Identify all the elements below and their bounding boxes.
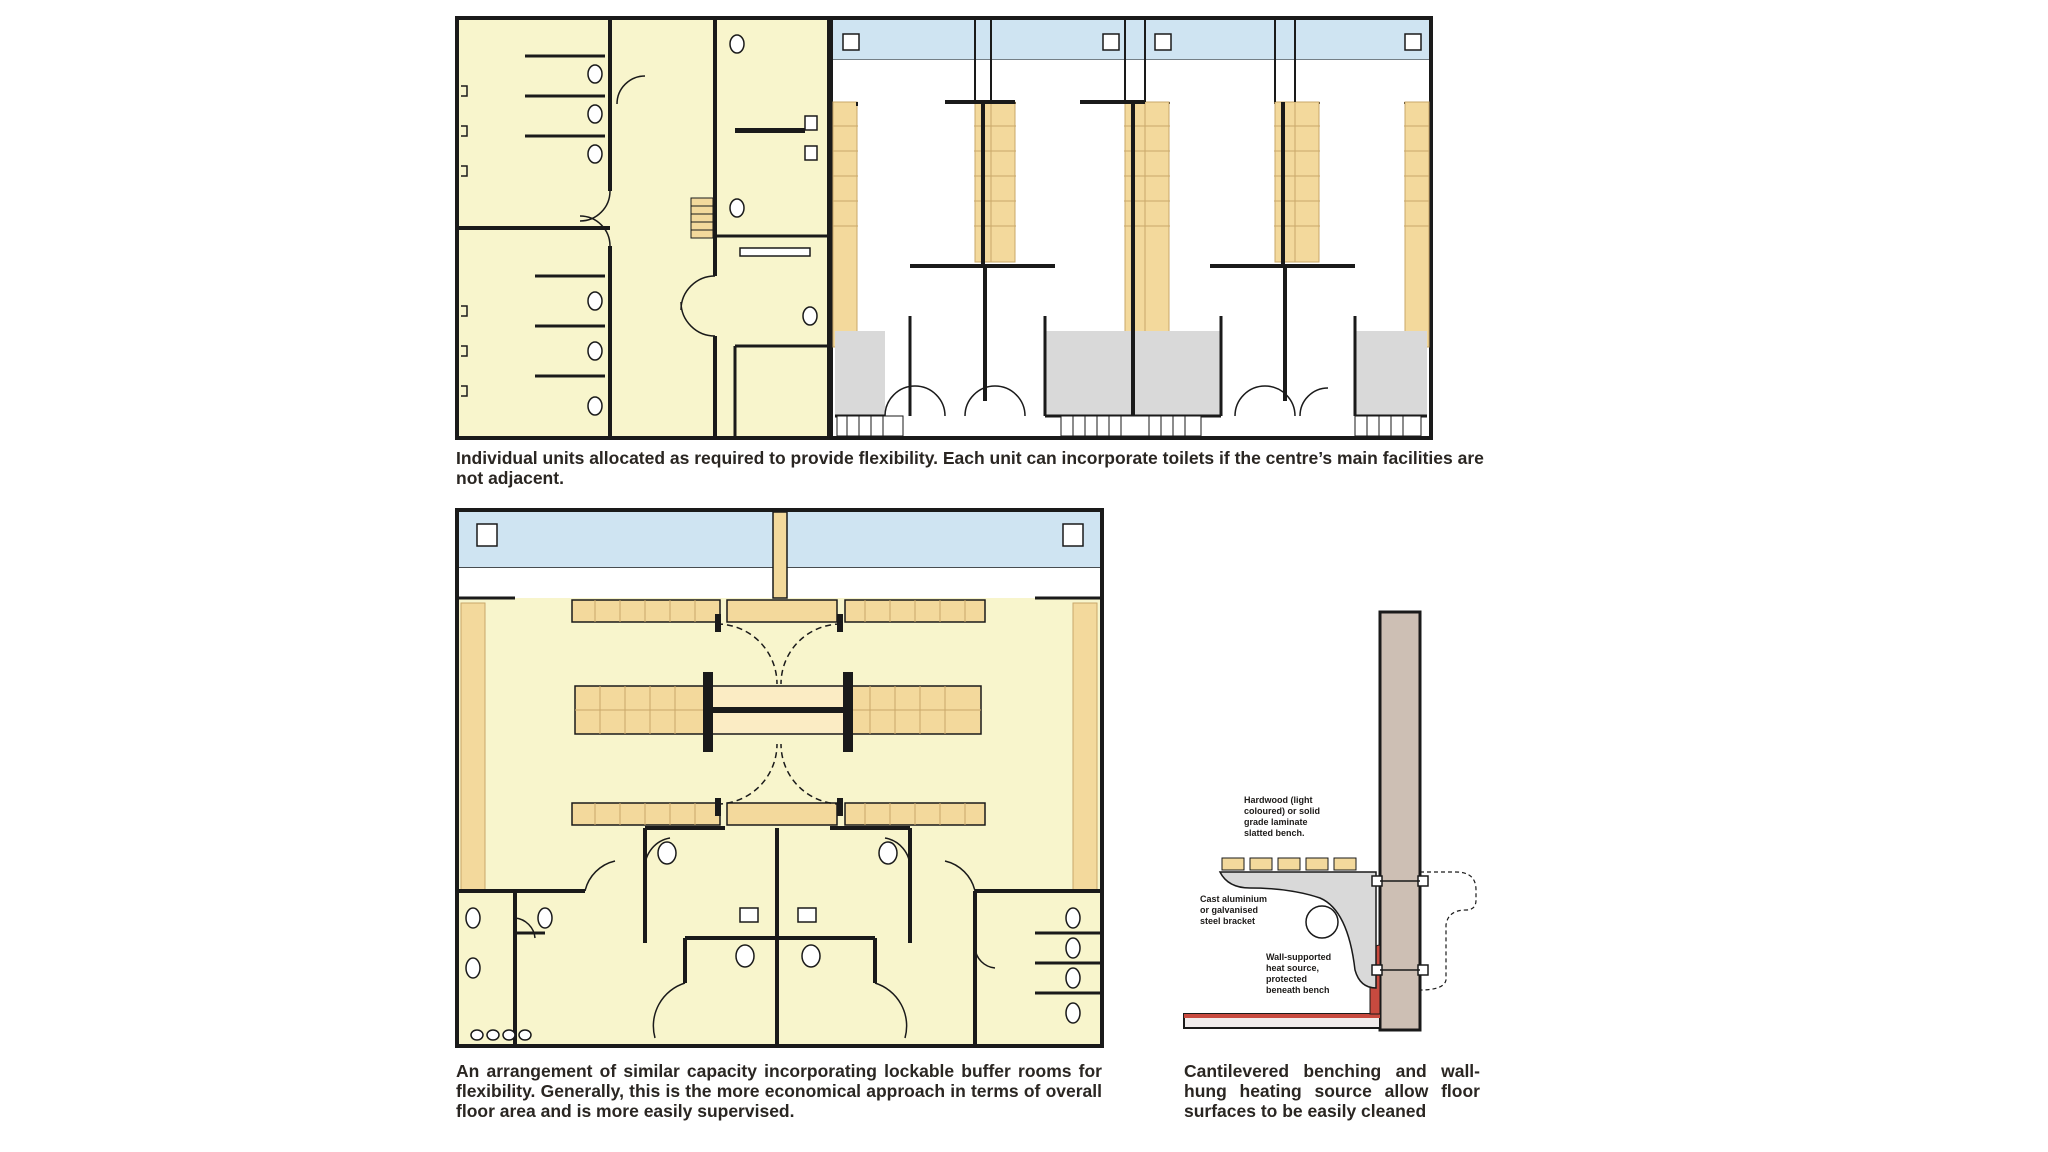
heat-source: [1305, 905, 1339, 939]
top-floor-plan: [455, 16, 1433, 440]
bottom-left-caption: An arrangement of similar capacity incor…: [456, 1061, 1102, 1121]
bracket-label: Cast aluminium or galvanised steel brack…: [1200, 894, 1270, 926]
bottom-right-caption: Cantilevered benching and wall-hung heat…: [1184, 1061, 1480, 1121]
bottom-floor-plan: [455, 508, 1104, 1048]
top-plan-caption: Individual units allocated as required t…: [456, 448, 1484, 488]
toilet-block: [455, 16, 831, 440]
shower-strip: [459, 511, 1100, 600]
bracket: [1218, 871, 1377, 989]
wall-section: [1378, 610, 1422, 1032]
heat-label: Wall-supported heat source, protected be…: [1266, 952, 1334, 995]
bench-slats: [1221, 857, 1357, 871]
changing-units: [829, 16, 1433, 440]
bench-label: Hardwood (light coloured) or solid grade…: [1244, 795, 1323, 838]
bench-section-detail: Hardwood (light coloured) or solid grade…: [1183, 610, 1477, 1032]
